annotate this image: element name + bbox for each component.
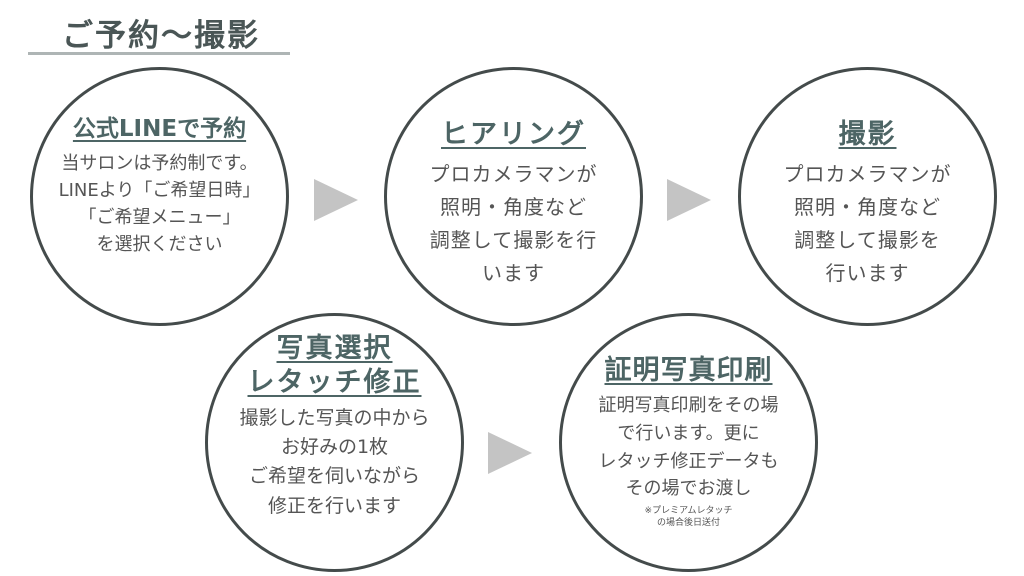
step-shooting-circle: 撮影 プロカメラマンが 照明・角度など 調整して撮影を 行います: [738, 67, 997, 326]
step-hearing-line: プロカメラマンが: [429, 161, 598, 186]
step-printing-note: の場合後日送付: [656, 518, 720, 529]
step-printing-title: 証明写真印刷: [604, 355, 773, 386]
step-shooting-line: プロカメラマンが: [783, 161, 952, 186]
right-triangle-arrow-icon: [667, 179, 711, 221]
step-printing-line: で行います。更に: [617, 422, 760, 444]
step-reservation-line: 当サロンは予約制です。: [61, 152, 258, 174]
step-reservation-circle: 公式LINEで予約 当サロンは予約制です。 LINEより「ご希望日時」 「ご希望…: [30, 67, 289, 326]
step-hearing-line: 調整して撮影を行: [429, 227, 598, 252]
step-selection-circle: 写真選択 レタッチ修正 撮影した写真の中から お好みの1枚 ご希望を伺いながら …: [205, 313, 464, 572]
step-hearing-line: 照明・角度など: [440, 194, 587, 219]
step-printing-line: その場でお渡し: [625, 478, 752, 500]
step-printing-line: 証明写真印刷をその場: [598, 394, 779, 416]
step-selection-title: レタッチ修正: [247, 366, 422, 398]
page-title: ご予約〜撮影: [62, 18, 260, 54]
step-reservation-line: を選択ください: [96, 233, 223, 255]
step-selection-line: お好みの1枚: [280, 435, 389, 458]
step-reservation-title: 公式LINEで予約: [72, 116, 247, 142]
step-hearing-title: ヒアリング: [441, 119, 586, 150]
step-printing-line: レタッチ修正データも: [598, 450, 779, 472]
step-selection-line: ご希望を伺いながら: [248, 465, 420, 488]
step-printing-note: ※プレミアムレタッチ: [644, 506, 733, 517]
step-reservation-line: 「ご希望メニュー」: [78, 206, 241, 228]
step-shooting-line: 照明・角度など: [794, 194, 941, 219]
step-hearing-line: います: [482, 260, 545, 285]
step-selection-line: 撮影した写真の中から: [239, 406, 430, 429]
step-hearing-circle: ヒアリング プロカメラマンが 照明・角度など 調整して撮影を行 います: [384, 67, 643, 326]
title-underline: [28, 52, 290, 55]
right-triangle-arrow-icon: [314, 179, 358, 221]
step-shooting-title: 撮影: [838, 119, 897, 150]
step-reservation-line: LINEより「ご希望日時」: [58, 179, 261, 201]
step-selection-title: 写真選択: [276, 333, 393, 364]
step-shooting-line: 調整して撮影を: [794, 227, 941, 252]
step-printing-circle: 証明写真印刷 証明写真印刷をその場 で行います。更に レタッチ修正データも その…: [559, 313, 818, 572]
step-shooting-line: 行います: [825, 260, 910, 285]
step-selection-line: 修正を行います: [267, 494, 401, 517]
right-triangle-arrow-icon: [488, 432, 532, 474]
